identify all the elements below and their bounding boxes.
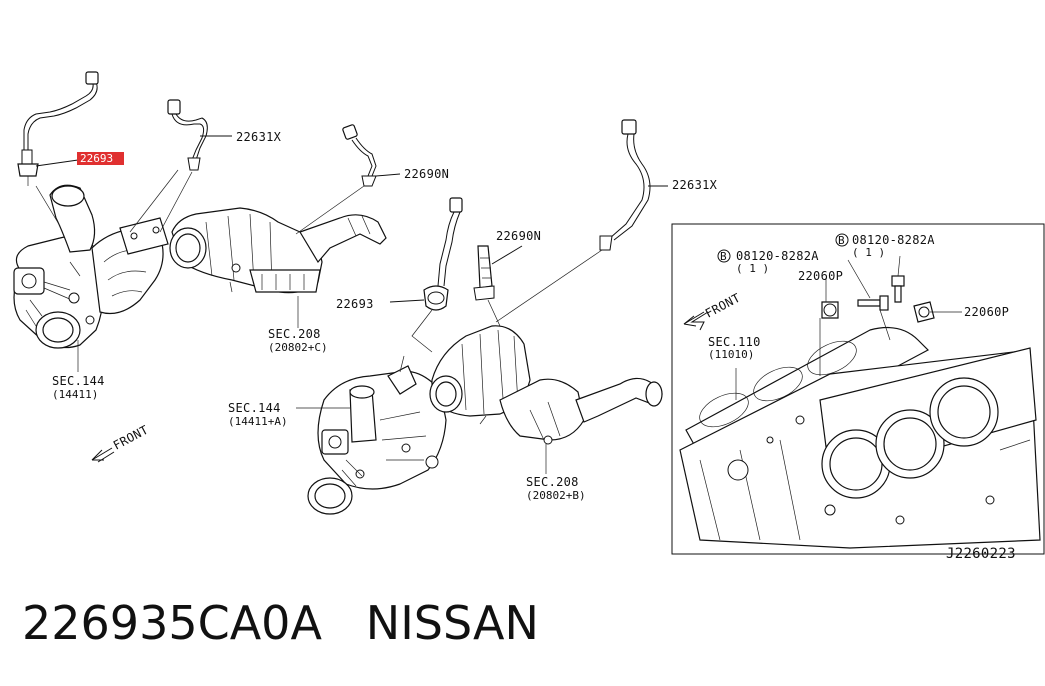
label-22631x-right: 22631X bbox=[672, 178, 718, 192]
label-sec110: SEC.110 bbox=[708, 335, 761, 349]
marker-b-icon bbox=[717, 249, 731, 263]
bolt-b bbox=[891, 275, 905, 303]
air-fuel-sensor-left bbox=[17, 71, 99, 186]
catalyst-upper bbox=[169, 207, 387, 294]
label-front-inset: FRONT bbox=[703, 291, 743, 321]
marker-b-icon-2 bbox=[835, 233, 849, 247]
turbocharger-mid bbox=[307, 355, 447, 515]
highlight-part-box bbox=[77, 152, 124, 165]
label-bolt-a-qty: ( 1 ) bbox=[736, 262, 769, 275]
marker-b-b: B bbox=[838, 234, 845, 247]
label-sec208-b-sub: (20802+B) bbox=[526, 489, 586, 502]
label-sec110-sub: (11010) bbox=[708, 348, 754, 361]
label-sec144-sub: (14411) bbox=[52, 388, 98, 401]
marker-b-a: B bbox=[720, 250, 727, 263]
label-sec208-b: SEC.208 bbox=[526, 475, 579, 489]
highlight-part-label: 22693 bbox=[80, 152, 113, 165]
leader-left-sensor bbox=[35, 185, 61, 227]
knock-sensor-a bbox=[821, 301, 839, 319]
label-bolt-b-qty: ( 1 ) bbox=[852, 246, 885, 259]
footer-caption: 226935CA0A NISSAN bbox=[22, 596, 539, 650]
bolt-a bbox=[857, 295, 889, 311]
label-sec144: SEC.144 bbox=[52, 374, 105, 388]
turbocharger-left bbox=[13, 184, 169, 349]
knock-sensor-b bbox=[913, 301, 935, 323]
diagram-code: J2260223 bbox=[946, 546, 1016, 562]
label-sec144-a: SEC.144 bbox=[228, 401, 281, 415]
footer-brand: NISSAN bbox=[365, 596, 539, 650]
front-arrow-inset bbox=[683, 311, 709, 331]
label-22690n-top: 22690N bbox=[404, 167, 449, 181]
o2-sensor-top bbox=[295, 124, 401, 235]
label-sec144-a-sub: (14411+A) bbox=[228, 415, 288, 428]
front-arrow-left bbox=[91, 447, 115, 463]
air-fuel-sensor-mid bbox=[389, 197, 463, 353]
catalyst-lower bbox=[429, 325, 663, 445]
label-22690n-mid: 22690N bbox=[496, 229, 541, 243]
label-front-left: FRONT bbox=[111, 423, 151, 453]
footer-part-number: 226935CA0A bbox=[22, 596, 322, 650]
label-22060p-a: 22060P bbox=[798, 269, 843, 283]
label-sec208-c-sub: (20802+C) bbox=[268, 341, 328, 354]
label-bolt-b: 08120-8282A bbox=[852, 233, 935, 247]
label-22060p-b: 22060P bbox=[964, 305, 1009, 319]
leader-lines bbox=[77, 169, 547, 474]
exhaust-temp-sensor-right bbox=[495, 119, 668, 323]
inset-engine-block bbox=[671, 223, 1045, 555]
exhaust-temp-sensor-top bbox=[159, 99, 232, 233]
label-sec208-c: SEC.208 bbox=[268, 327, 321, 341]
label-22693: 22693 bbox=[336, 297, 374, 311]
label-22631x-top: 22631X bbox=[236, 130, 282, 144]
label-bolt-a: 08120-8282A bbox=[736, 249, 819, 263]
